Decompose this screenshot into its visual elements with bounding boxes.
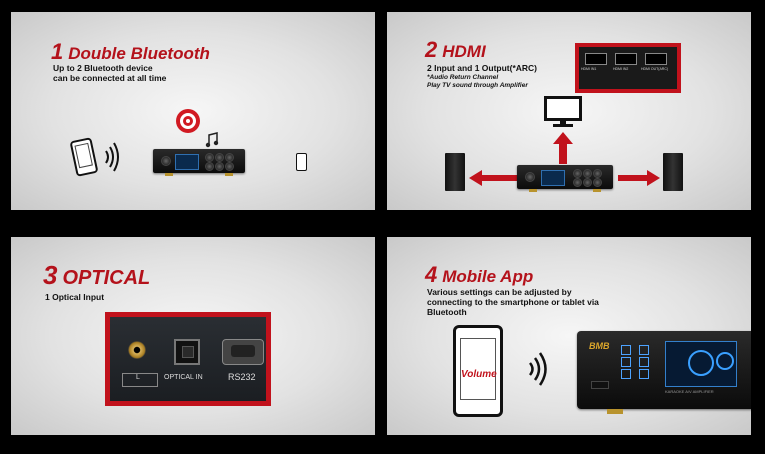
panel-3-title-text: OPTICAL [62,267,151,289]
port-label: RS232 [228,372,256,382]
panel-2-number: 2 [425,37,438,62]
wireless-waves-icon [528,352,547,386]
arrow-up-icon [553,132,573,164]
panel-4-desc-line: Bluetooth [427,307,467,317]
port-label: L [136,374,140,381]
left-speaker-icon [445,153,465,191]
panel-4-desc-line: Various settings can be adjusted by [427,287,572,297]
panel-2-note-line: *Audio Return Channel [427,74,499,81]
port-label: HDMI OUT(ARC) [641,67,669,71]
panel-2-note: *Audio Return Channel Play TV sound thro… [427,74,528,90]
rca-label-box [122,373,158,387]
panel-2-description: 2 Input and 1 Output(*ARC) [427,63,538,73]
hdmi-in1-port-icon [585,53,607,65]
panel-2-note-line: Play TV sound through Amplifier [427,82,528,89]
panel-1-number: 1 [51,39,64,64]
serial-port-icon [222,339,264,365]
panel-3-description: 1 Optical Input [45,292,105,302]
port-label: HDMI IN1 [581,67,597,71]
right-speaker-icon [663,153,683,191]
smartphone-icon [69,137,99,177]
bluetooth-waves-icon [105,142,119,172]
hdmi-ports-inset: HDMI IN1 HDMI IN2 HDMI OUT(ARC) [575,43,681,93]
panel-4-number: 4 [425,262,438,287]
hdmi-out-port-icon [645,53,667,65]
port-label: OPTICAL IN [164,374,203,381]
hdmi-in2-port-icon [615,53,637,65]
panel-3-number: 3 [43,260,58,290]
panel-4-desc-line: connecting to the smartphone or tablet v… [427,297,599,307]
music-note-icon [205,132,219,148]
volume-label: Volume [461,369,497,380]
panel-4-title-text: Mobile App [442,267,534,286]
port-label: HDMI IN2 [613,67,629,71]
arrow-right-icon [618,170,660,186]
panel-4-description: Various settings can be adjusted by conn… [427,287,599,317]
brand-logo: BMB [589,341,610,351]
rca-jack-icon [128,341,146,359]
amplifier-icon [517,165,613,192]
panel-1-description: Up to 2 Bluetooth device can be connecte… [53,63,166,83]
panel-1-desc-line: Up to 2 Bluetooth device [53,63,153,73]
amp-label: KARAOKE A/V AMPLIFIER [665,389,714,394]
optical-port-icon [174,339,200,365]
panel-2-title-text: HDMI [442,42,486,61]
tv-icon [544,96,582,127]
optical-ports-inset: L OPTICAL IN RS232 [105,312,271,406]
smartphone-icon: Volume [453,325,503,417]
amplifier-icon: BMB KARAOKE A/V AMPLIFIER [577,331,751,414]
speaker-target-icon [176,109,200,133]
small-phone-icon [296,153,307,171]
arrow-left-icon [469,170,517,186]
amplifier-icon [153,149,245,176]
panel-1-desc-line: can be connected at all time [53,73,167,83]
panel-1-title-text: Double Bluetooth [68,44,210,63]
